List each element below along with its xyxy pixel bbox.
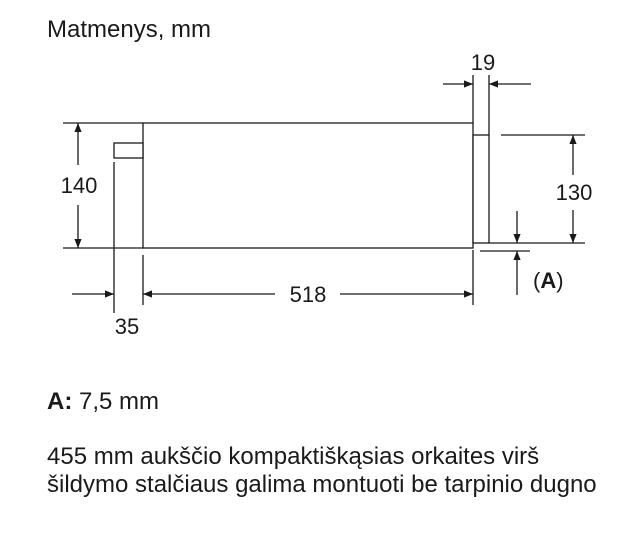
dim-label-140: 140 xyxy=(61,173,98,198)
note-a-key: A: xyxy=(47,388,73,415)
front-panel xyxy=(472,134,490,244)
dim-label-130: 130 xyxy=(556,180,593,205)
dim-label-19: 19 xyxy=(471,50,495,75)
back-connector xyxy=(113,142,144,159)
dim-label-35: 35 xyxy=(115,314,139,339)
drawer-body xyxy=(142,122,474,249)
detail-label-a: (A) xyxy=(533,268,564,293)
dimension-drawing: 19 140 130 518 35 (A) xyxy=(61,50,593,339)
diagram-title: Matmenys, mm xyxy=(47,16,212,43)
dim-label-518: 518 xyxy=(290,282,327,307)
note-a-value: 7,5 mm xyxy=(79,388,160,415)
note-a: A: 7,5 mm xyxy=(47,388,159,416)
installation-note: 455 mm aukščio kompaktiškąsias orkaites … xyxy=(47,443,597,498)
